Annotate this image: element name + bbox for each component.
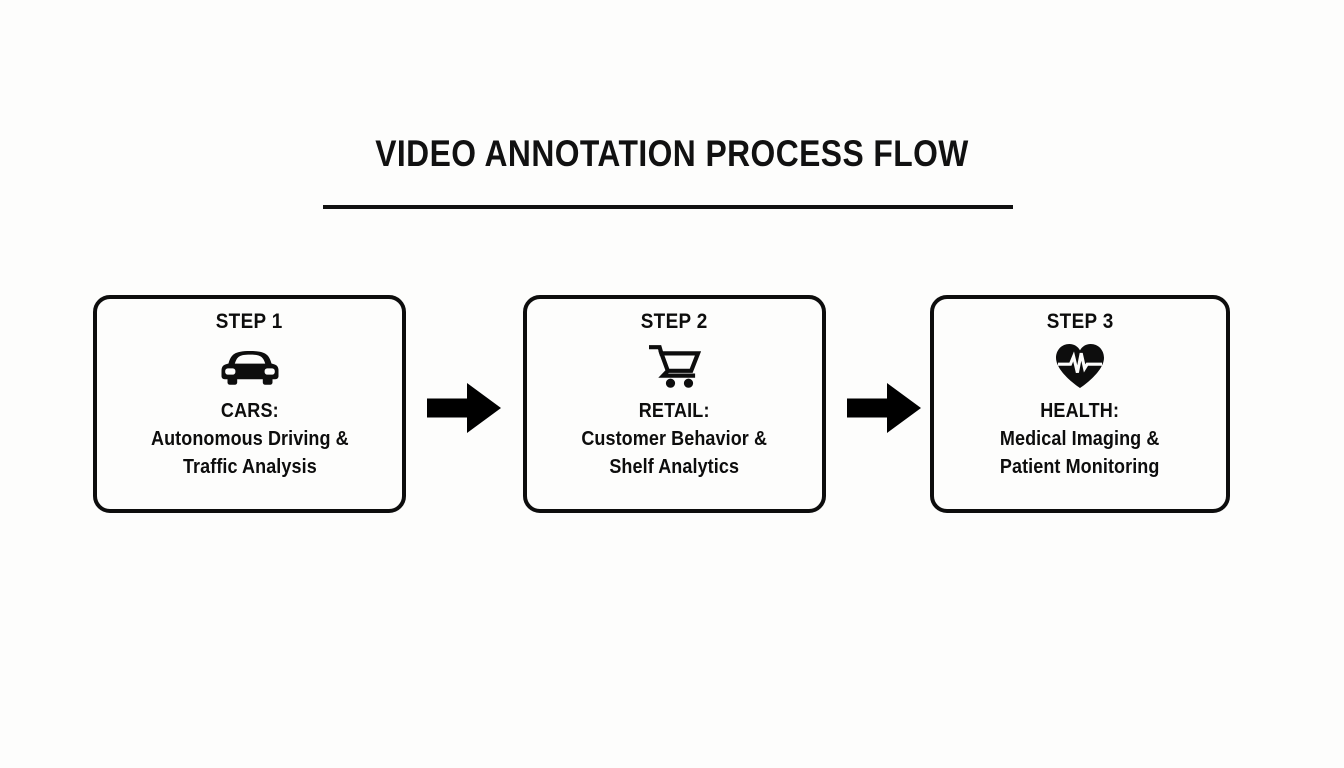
step-category-1: CARS: (220, 400, 279, 422)
title-underline-rule (323, 205, 1013, 209)
step-desc-line-3b: Patient Monitoring (1000, 456, 1160, 478)
step-category-3: HEALTH: (1040, 400, 1120, 422)
step-label-2: STEP 2 (641, 310, 708, 333)
step-desc-line-2b: Shelf Analytics (609, 456, 740, 478)
shopping-cart-icon (648, 345, 701, 388)
step-body-3: HEALTH: Medical Imaging & Patient Monito… (991, 397, 1168, 481)
step-body-2: RETAIL: Customer Behavior & Shelf Analyt… (571, 397, 777, 481)
arrow-right-icon-1 (427, 383, 501, 433)
step-category-2: RETAIL: (639, 400, 710, 422)
process-flow-row: STEP 1 CARS: Autonomous Driving & Traffi… (0, 295, 1344, 521)
step-card-2[interactable]: STEP 2 RETAIL: Customer Behavior & Shelf… (523, 295, 826, 513)
car-icon (221, 345, 279, 387)
step-card-3[interactable]: STEP 3 HEALTH: Medical Imaging & Patient… (930, 295, 1230, 513)
heart-pulse-icon (1055, 344, 1105, 388)
title-block: VIDEO ANNOTATION PROCESS FLOW (0, 132, 1344, 209)
step-desc-line-3a: Medical Imaging & (1000, 428, 1160, 450)
arrow-right-icon-2 (847, 383, 921, 433)
step-desc-line-2a: Customer Behavior & (581, 428, 768, 450)
step-label-3: STEP 3 (1046, 310, 1114, 333)
step-card-1[interactable]: STEP 1 CARS: Autonomous Driving & Traffi… (93, 295, 406, 513)
step-desc-line-1a: Autonomous Driving & (150, 428, 349, 450)
page-title: VIDEO ANNOTATION PROCESS FLOW (375, 133, 969, 174)
step-body-1: CARS: Autonomous Driving & Traffic Analy… (140, 397, 360, 481)
step-label-1: STEP 1 (216, 310, 283, 333)
step-desc-line-1b: Traffic Analysis (182, 456, 317, 478)
